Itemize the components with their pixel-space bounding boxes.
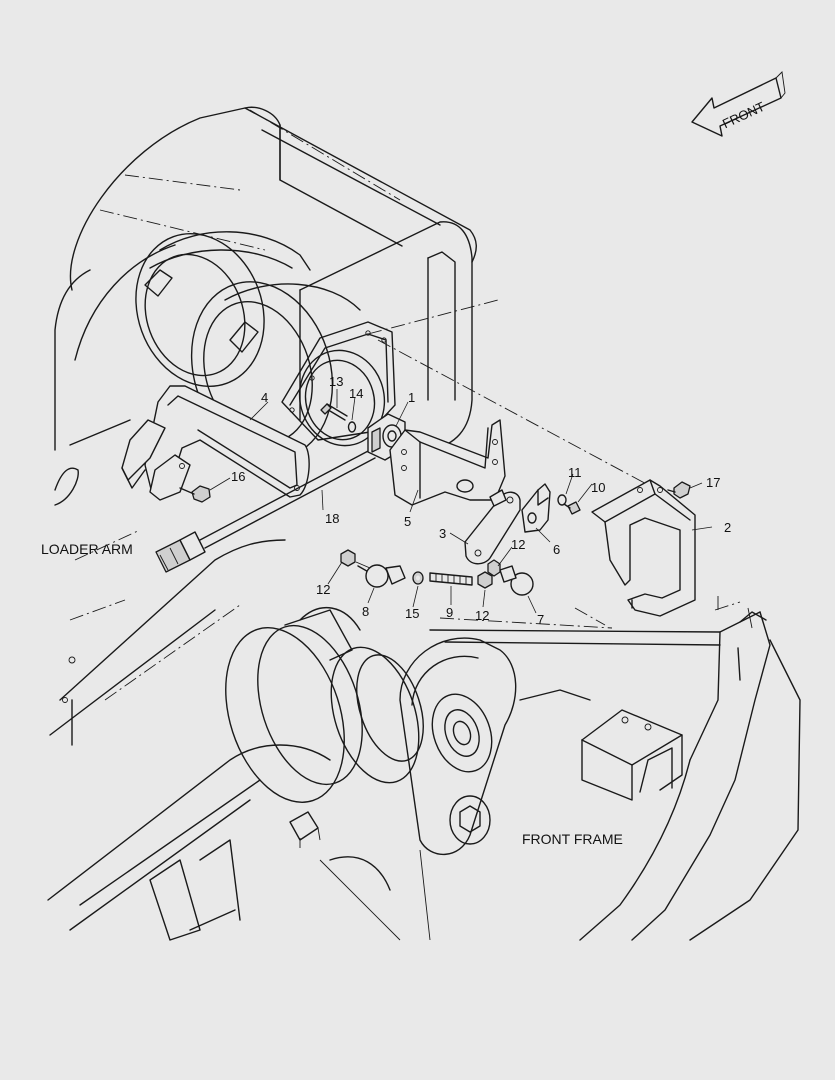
callout-15: 15 [405, 606, 419, 621]
part-10-bolt [563, 501, 581, 515]
callout-13: 13 [329, 374, 343, 389]
part-9-threaded-rod [429, 572, 473, 586]
part-11-washer [557, 494, 567, 506]
callout-6: 6 [553, 542, 560, 557]
callout-12-lower: 12 [475, 608, 489, 623]
front-frame-label: FRONT FRAME [522, 831, 623, 847]
loader-arm-label: LOADER ARM [41, 541, 133, 557]
part-5-bracket [389, 419, 506, 506]
part-14-washer [347, 421, 357, 433]
callout-14: 14 [349, 386, 363, 401]
callout-16: 16 [231, 469, 245, 484]
part-2-cover [591, 479, 696, 617]
front-direction-arrow: FRONT [691, 71, 786, 137]
part-6-clevis [521, 483, 551, 533]
part-3-link [464, 489, 521, 565]
callout-1: 1 [408, 390, 415, 405]
callout-18: 18 [325, 511, 339, 526]
part-17-bolt [667, 481, 691, 499]
part-7-ball-joint [499, 565, 534, 596]
part-13-bolt [320, 403, 348, 421]
callout-numbers: 1 2 3 4 5 6 7 8 9 10 11 12 12 12 13 14 1… [231, 374, 731, 627]
callout-8: 8 [362, 604, 369, 619]
part-16-bolt [179, 485, 211, 503]
front-frame-outline [47, 596, 801, 941]
callout-2: 2 [724, 520, 731, 535]
callout-10: 10 [591, 480, 605, 495]
part-12-nut-right [477, 571, 493, 589]
part-12-nut-link [487, 559, 501, 577]
callout-9: 9 [446, 605, 453, 620]
part-15-nut [412, 571, 424, 585]
callout-12-left: 12 [316, 582, 330, 597]
leader-lines [209, 389, 713, 614]
callout-11: 11 [568, 465, 582, 480]
callout-3: 3 [439, 526, 446, 541]
callout-17: 17 [706, 475, 720, 490]
loader-arm-outline [49, 106, 653, 746]
callout-5: 5 [404, 514, 411, 529]
callout-7: 7 [537, 612, 544, 627]
callout-12-upper: 12 [511, 537, 525, 552]
part-18-harness [155, 449, 376, 573]
callout-4: 4 [261, 390, 268, 405]
part-8-ball-joint [355, 561, 406, 588]
part-4-bracket [121, 385, 310, 501]
part-12-nut-left [340, 549, 356, 567]
